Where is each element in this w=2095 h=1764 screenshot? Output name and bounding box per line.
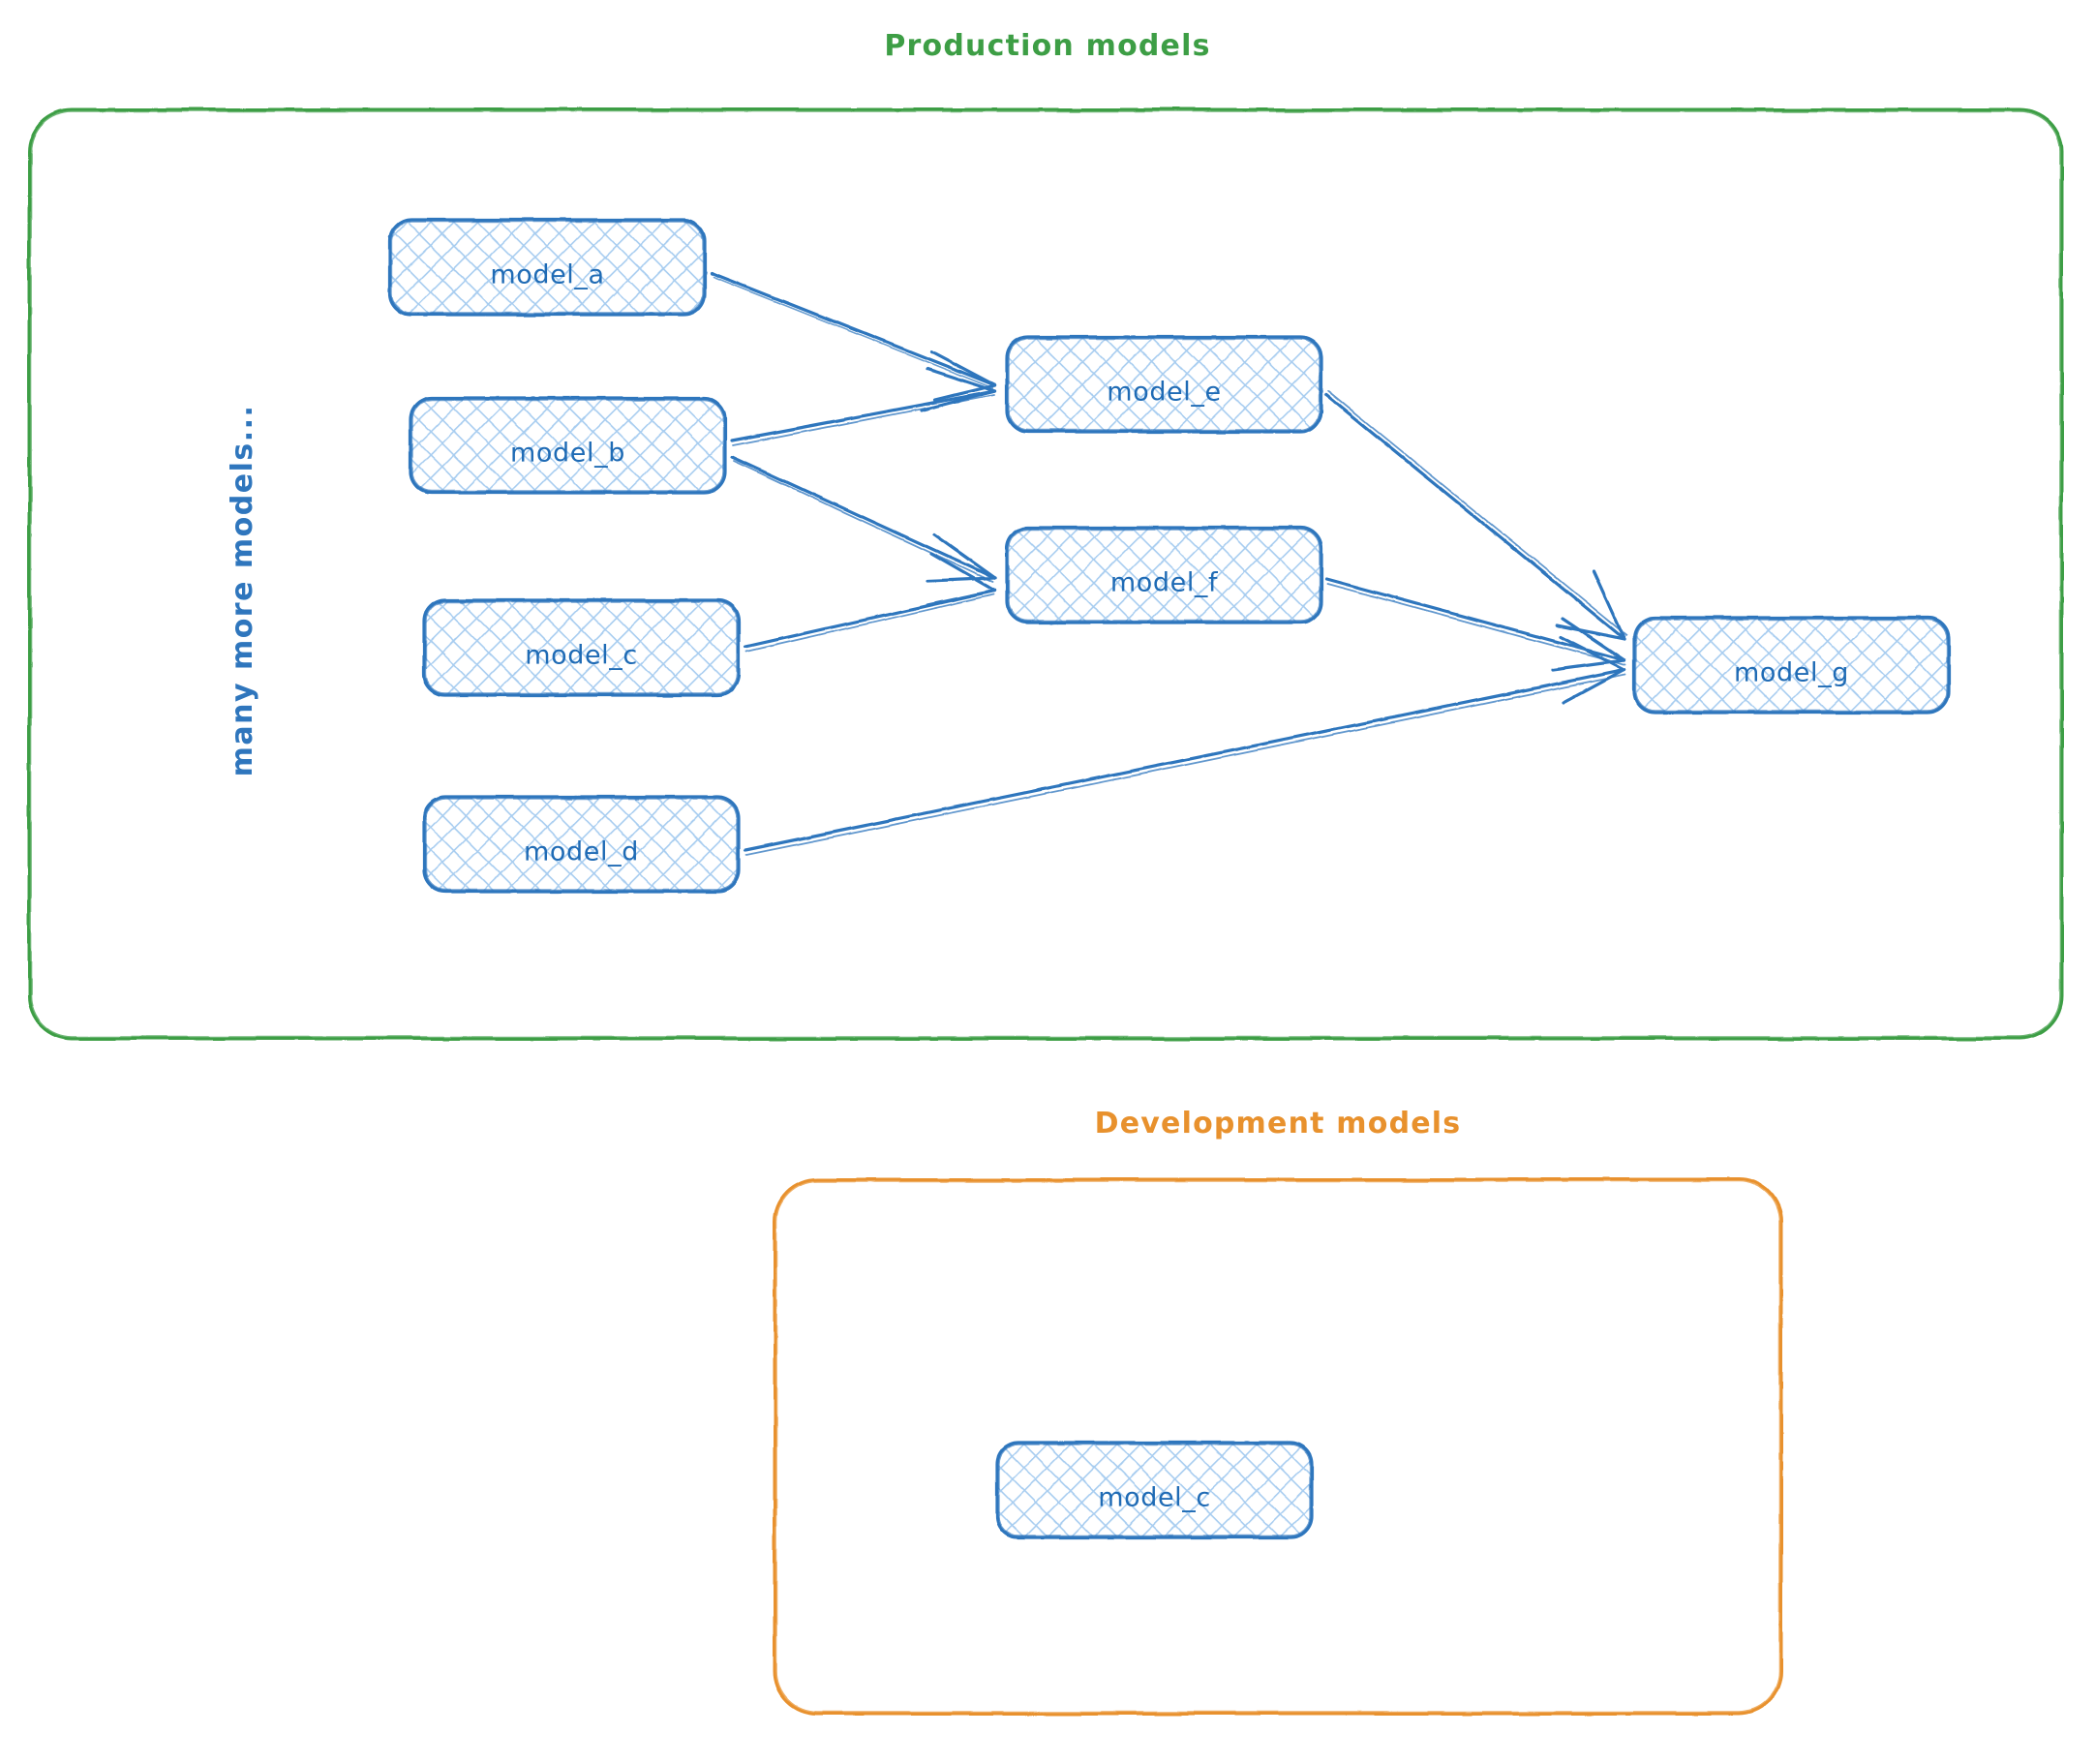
side-label-many-more-models: many more models...: [226, 405, 259, 777]
node-label-model-e: model_e: [1107, 378, 1221, 408]
node-label-model-b: model_b: [510, 439, 625, 469]
node-model-e[interactable]: model_e: [1005, 335, 1323, 434]
node-model-f[interactable]: model_f: [1005, 526, 1323, 624]
node-label-model-d: model_d: [524, 837, 639, 867]
edge-model-c-to-model-f: [744, 552, 997, 653]
group-title-production: Production models: [884, 29, 1211, 63]
node-layer: model_a model_b model_c: [388, 218, 1951, 1539]
edge-model-e-to-model-g: [1324, 390, 1627, 641]
node-label-model-g: model_g: [1734, 658, 1849, 688]
side-label-group: many more models...: [226, 405, 259, 777]
edge-model-a-to-model-e: [710, 271, 997, 402]
group-title-development: Development models: [1094, 1107, 1462, 1141]
edge-model-f-to-model-g: [1324, 577, 1626, 672]
group-container-production: [27, 107, 2064, 1041]
node-label-model-f: model_f: [1110, 568, 1219, 598]
node-label-dev-model-c: model_c: [1098, 1483, 1211, 1513]
edge-model-d-to-model-g: [744, 635, 1626, 856]
edge-layer: [710, 271, 1627, 856]
edge-model-b-to-model-f: [730, 455, 997, 583]
node-label-model-a: model_a: [490, 260, 604, 290]
group-container-development: [773, 1177, 1783, 1716]
node-model-g[interactable]: model_g: [1632, 616, 1951, 715]
node-model-b[interactable]: model_b: [409, 396, 727, 495]
node-model-d[interactable]: model_d: [422, 795, 741, 894]
node-label-model-c: model_c: [525, 641, 638, 671]
node-model-a[interactable]: model_a: [388, 218, 707, 317]
edge-model-b-to-model-e: [730, 367, 997, 446]
node-model-c[interactable]: model_c: [422, 598, 741, 697]
node-dev-model-c[interactable]: model_c: [995, 1441, 1314, 1539]
